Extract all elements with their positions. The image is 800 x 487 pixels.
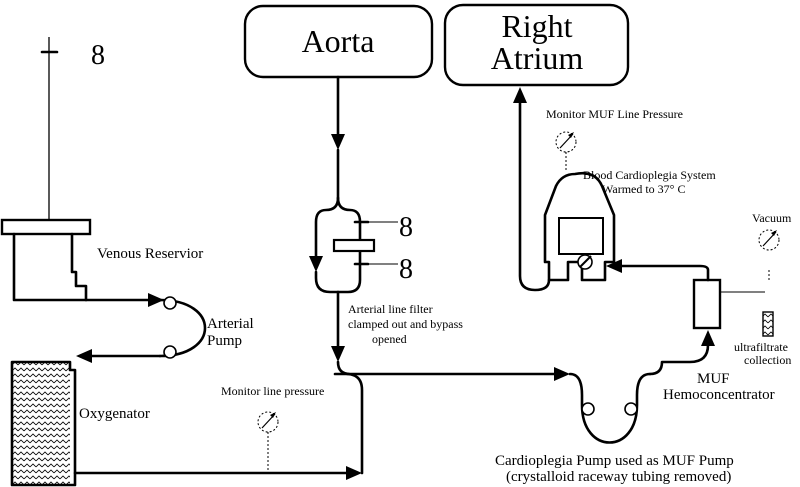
monitor-muf-pressure-label: Monitor MUF Line Pressure: [546, 107, 683, 121]
muf-pressure-monitor: Monitor MUF Line Pressure: [546, 107, 683, 172]
muf-label-line2: Hemoconcentrator: [663, 387, 775, 403]
filter-body: [332, 238, 376, 253]
bypass-line: [314, 196, 340, 264]
ultrafiltrate-label-line1: ultrafiltrate: [734, 340, 788, 354]
filter-clamp-top-symbol: 8: [399, 212, 413, 243]
pump-caption-line2: (crystalloid raceway tubing removed): [506, 469, 731, 485]
muf-hemoconcentrator: MUF Hemoconcentrator: [663, 278, 775, 403]
arterial-pump-label-line1: Arterial: [207, 316, 254, 332]
aorta-label: Aorta: [302, 23, 375, 59]
cardioplegia-label-line2: Warmed to 37° C: [602, 182, 685, 196]
muf-roller-right: [624, 402, 638, 416]
reservoir-body: [12, 232, 88, 302]
cardioplegia-body: [543, 171, 616, 282]
heat-exchanger: [558, 217, 604, 255]
right-atrium-return-line: [518, 98, 551, 292]
pump-caption-line1: Cardioplegia Pump used as MUF Pump: [495, 453, 734, 469]
muf-pump-inlet-line: [336, 360, 562, 376]
monitor-line-pressure-label: Monitor line pressure: [221, 384, 324, 398]
reservoir-clamp-symbol: 8: [91, 40, 105, 71]
arterial-pump: Arterial Pump: [76, 293, 254, 363]
muf-label-line1: MUF: [697, 371, 730, 387]
vacuum-label: Vacuum: [752, 211, 792, 225]
muf-roller-left: [581, 402, 595, 416]
venous-reservoir: 8 Venous Reservior: [0, 37, 203, 302]
ultrafiltrate-bag: [762, 311, 774, 337]
arterial-pump-label-line2: Pump: [207, 333, 242, 349]
arterial-filter: 8 8 Arterial line filter clamped out and…: [309, 196, 463, 346]
oxygenator: Oxygenator: [10, 360, 150, 487]
right-atrium-label-line1: Right: [501, 8, 572, 44]
right-atrium-box: Right Atrium: [443, 3, 630, 87]
aorta-box: Aorta: [243, 4, 434, 79]
filter-clamp-bottom-symbol: 8: [399, 254, 413, 285]
vacuum: Vacuum: [752, 211, 792, 282]
venous-reservoir-label: Venous Reservior: [97, 246, 203, 262]
oxygenator-label: Oxygenator: [79, 406, 150, 422]
ultrafiltrate-collection: ultrafiltrate collection: [734, 311, 791, 367]
cardioplegia-system: Blood Cardioplegia System Warmed to 37° …: [543, 168, 716, 282]
filter-label-line2: clamped out and bypass: [348, 317, 463, 331]
ultrafiltrate-label-line2: collection: [744, 353, 791, 367]
filter-label-line1: Arterial line filter: [348, 302, 433, 316]
pump-roller-top: [163, 296, 177, 310]
cardioplegia-label-line1: Blood Cardioplegia System: [583, 168, 716, 182]
pump-roller-bottom: [163, 345, 177, 359]
muf-pump: Cardioplegia Pump used as MUF Pump (crys…: [495, 372, 734, 485]
filter-label-line3: opened: [372, 332, 407, 346]
line-pressure-monitor: Monitor line pressure: [221, 384, 324, 473]
right-atrium-label-line2: Atrium: [491, 40, 584, 76]
hemoconcentrator-body: [692, 278, 722, 330]
arterial-line-riser: [333, 372, 364, 475]
vacuum-gauge: [758, 229, 780, 251]
